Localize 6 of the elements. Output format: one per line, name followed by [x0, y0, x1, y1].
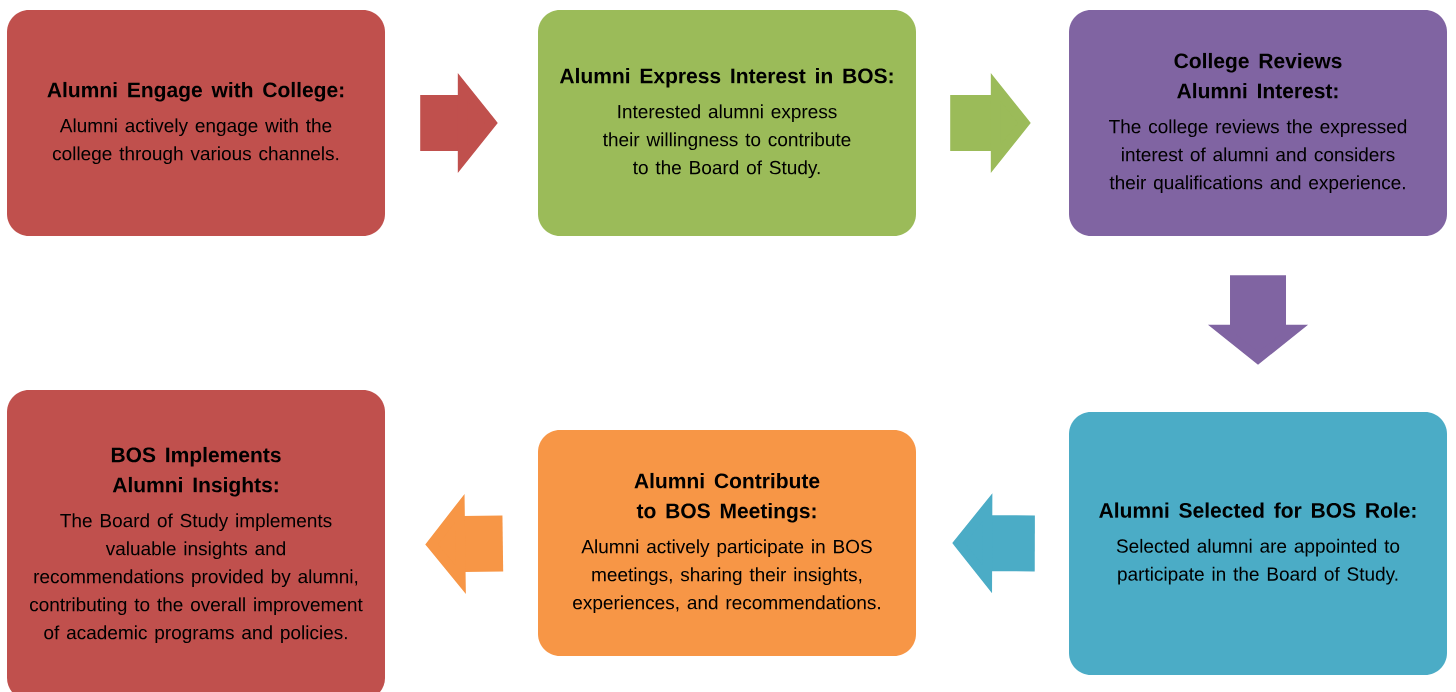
process-box: BOS Implements Alumni Insights: The Board of Study implements valuable insights and recommendations provided by alumni, contributing to the overall improvement of academic programs and policies. — [7, 390, 385, 692]
process-box: College Reviews Alumni Interest: The college reviews the expressed interest of alumni and considers their qualifications and experience. — [1069, 10, 1447, 236]
process-box: Alumni Engage with College: Alumni actively engage with the college through various channels. — [7, 10, 385, 236]
process-box: Alumni Selected for BOS Role: Selected alumni are appointed to participate in the Board of Study. — [1069, 412, 1447, 675]
process-box: Alumni Express Interest in BOS: Interested alumni express their willingness to contribute to the Board of Study. — [538, 10, 916, 236]
process-box: Alumni Contribute to BOS Meetings: Alumni actively participate in BOS meetings, sharing their insights, experiences, and recommendations. — [538, 430, 916, 656]
